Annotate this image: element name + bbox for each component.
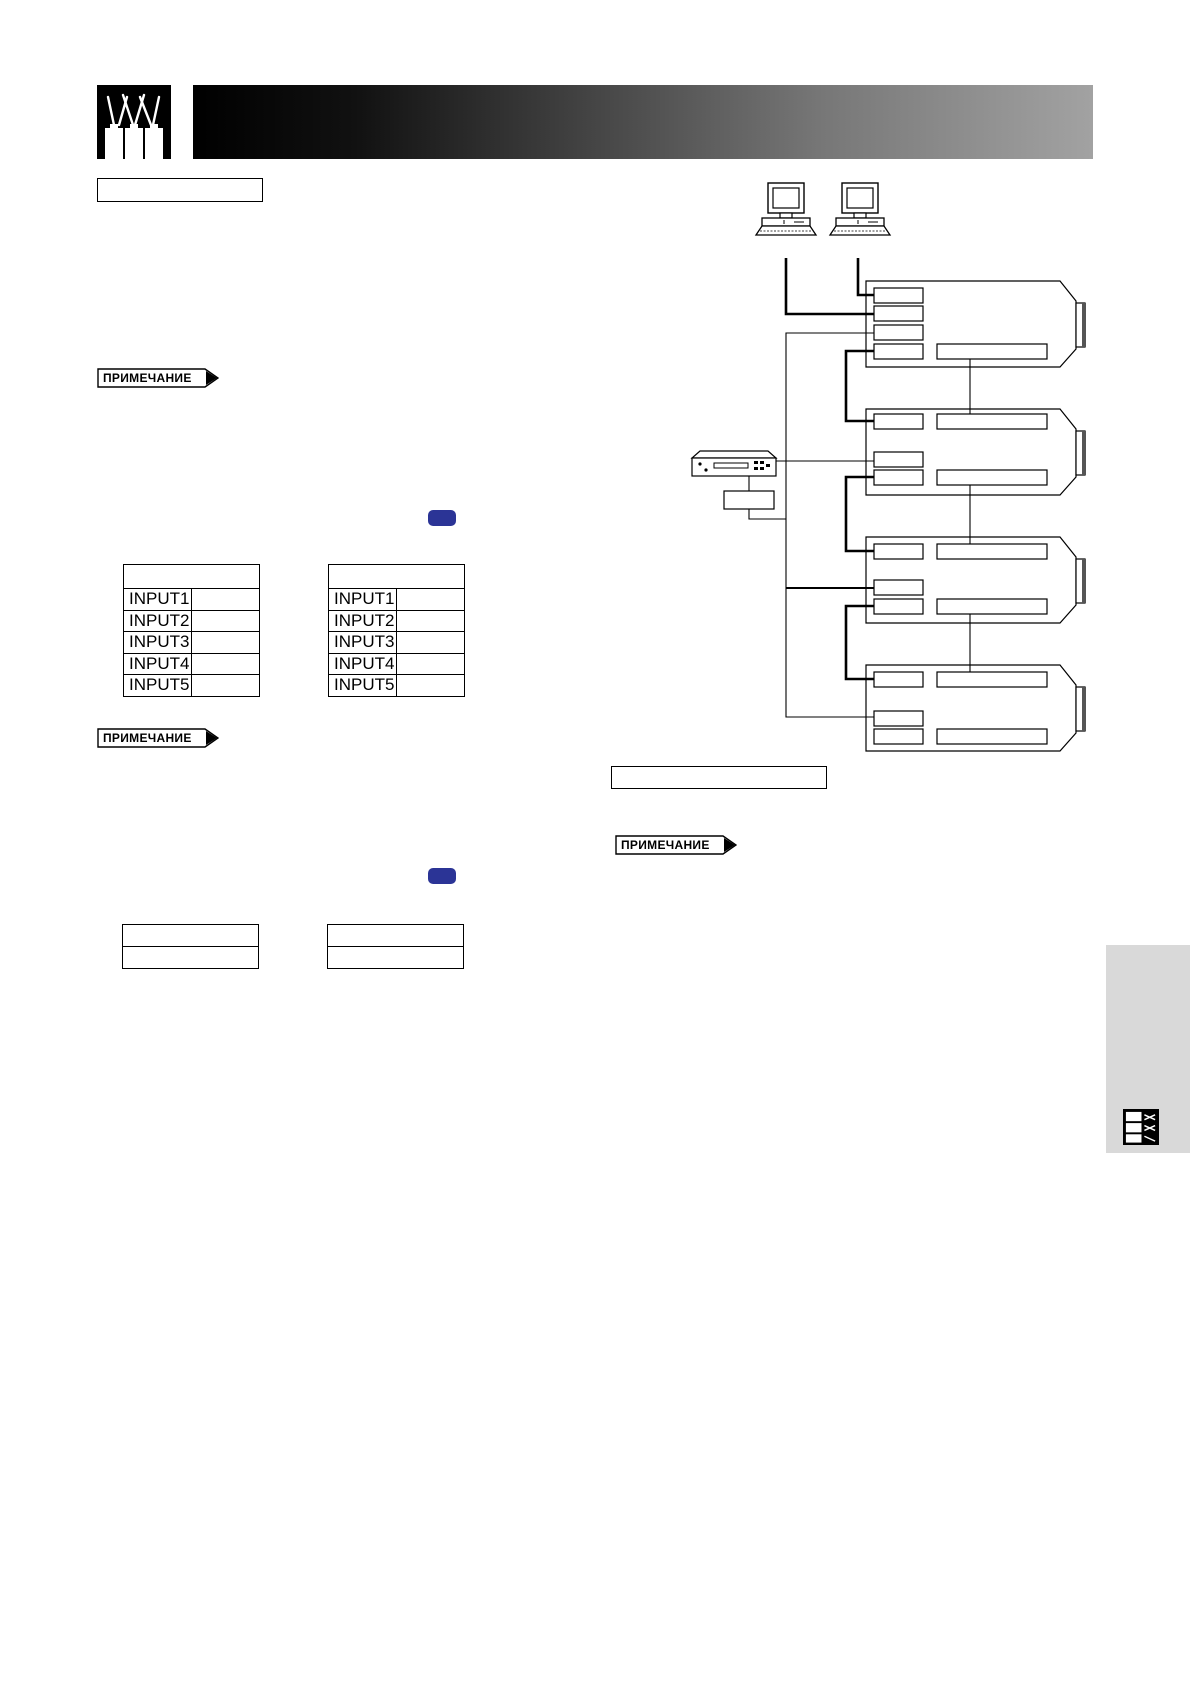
section-heading-box [97,178,263,202]
table-row: INPUT3 [123,631,260,654]
vcr-icon [690,450,778,477]
chapter-side-tab [1106,945,1190,1153]
connection-diagram [690,182,1087,752]
multi-projector-icon [97,85,171,159]
table-row: INPUT2 [123,609,260,632]
note-tag: ПРИМЕЧАНИЕ [97,368,219,388]
right-input-table: INPUT1 INPUT2 INPUT3 INPUT4 INPUT5 [328,564,465,697]
table-row: INPUT1 [328,588,465,611]
note-tag: ПРИМЕЧАНИЕ [97,728,219,748]
computer-icon [755,182,817,236]
left-setting-box [122,924,259,969]
diagram-caption-box [611,766,827,789]
note-label: ПРИМЕЧАНИЕ [103,731,192,745]
right-setting-box [327,924,464,969]
left-input-table: INPUT1 INPUT2 INPUT3 INPUT4 INPUT5 [123,564,260,697]
note-tag: ПРИМЕЧАНИЕ [615,835,737,855]
enter-button-icon [428,510,456,526]
computer-icon [829,182,891,236]
header-title-bar [193,85,1093,159]
multi-projector-icon [1123,1109,1159,1145]
table-header [123,564,260,589]
table-row: INPUT2 [328,609,465,632]
table-row: INPUT4 [328,652,465,675]
note-label: ПРИМЕЧАНИЕ [103,371,192,385]
table-row: INPUT5 [328,674,465,697]
note-label: ПРИМЕЧАНИЕ [621,838,710,852]
header-logo [97,85,171,159]
table-row: INPUT1 [123,588,260,611]
enter-button-icon [428,868,456,884]
table-header [328,564,465,589]
table-row: INPUT3 [328,631,465,654]
table-row: INPUT5 [123,674,260,697]
